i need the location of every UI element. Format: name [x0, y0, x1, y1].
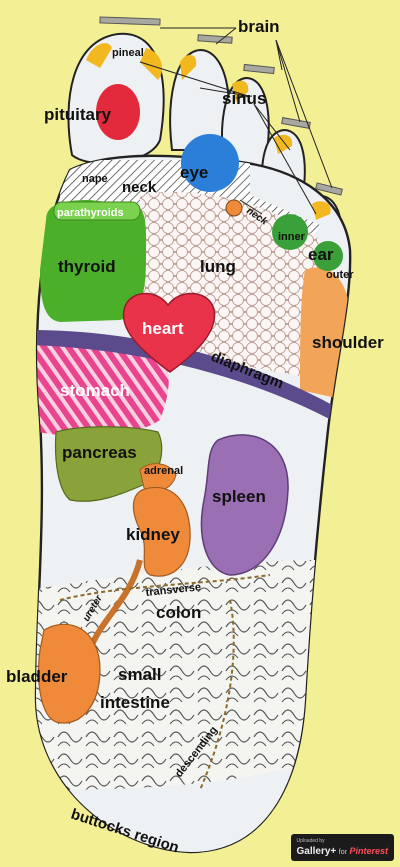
label-adrenal: adrenal [144, 465, 183, 477]
pituitary-spot [96, 84, 140, 140]
colon-transverse [59, 574, 271, 601]
stomach-zone [36, 330, 169, 437]
label-pancreas: pancreas [62, 443, 137, 462]
thyroid-zone [40, 200, 147, 322]
pineal-spot-right [140, 48, 162, 80]
label-small: small [118, 665, 161, 684]
label-lung: lung [200, 257, 236, 276]
sinus-spot-toe4 [274, 134, 293, 154]
sinus-spot-toe5 [312, 201, 331, 220]
neck-spot [225, 199, 243, 217]
spleen-shape [200, 434, 289, 576]
label-thyroid: thyroid [58, 257, 116, 276]
sinus-spot-toe3 [232, 80, 249, 102]
sinus-spot-toe2 [180, 54, 197, 80]
label-pineal: pineal [112, 47, 144, 59]
heart-shape [122, 292, 216, 373]
label-pituitary: pituitary [44, 105, 112, 124]
label-sinus: sinus [222, 89, 266, 108]
colon-descending [199, 599, 235, 791]
watermark-brand: Gallery+ [296, 846, 337, 857]
gallery-plus-watermark: Uploaded by Gallery+ for Pinterest [290, 834, 394, 861]
label-transverse: transverse [145, 581, 202, 599]
label-bladder: bladder [6, 667, 68, 686]
label-neck: neck [122, 179, 157, 196]
label-eye: eye [180, 163, 208, 182]
ureter-tube [87, 559, 143, 652]
label-stomach: stomach [60, 381, 130, 400]
leader-lines [139, 27, 333, 215]
label-spleen: spleen [212, 487, 266, 506]
watermark-uploaded-by: Uploaded by [296, 838, 325, 844]
eye-spot [181, 134, 239, 192]
bladder-shape [37, 623, 101, 724]
label-outer: outer [326, 269, 354, 281]
label-parathyroids: parathyroids [57, 207, 124, 219]
watermark-platform: Pinterest [349, 846, 388, 856]
watermark-for: for [338, 849, 347, 856]
brain-markers [99, 16, 343, 196]
toe-2 [169, 48, 230, 151]
label-heart: heart [142, 319, 184, 338]
label-shoulder: shoulder [312, 333, 384, 352]
label-brain: brain [238, 17, 280, 36]
kidney-shape [132, 486, 191, 577]
label-intestine: intestine [100, 693, 170, 712]
label-ear: ear [308, 245, 334, 264]
parathyroids-zone [53, 201, 141, 221]
ear-spot-outer [313, 241, 343, 271]
ear-spot-inner [272, 214, 308, 250]
pineal-spot-left [86, 43, 112, 68]
label-nape: nape [82, 173, 108, 185]
label-inner: inner [278, 231, 306, 243]
label-kidney: kidney [126, 525, 180, 544]
label-colon: colon [156, 603, 201, 622]
